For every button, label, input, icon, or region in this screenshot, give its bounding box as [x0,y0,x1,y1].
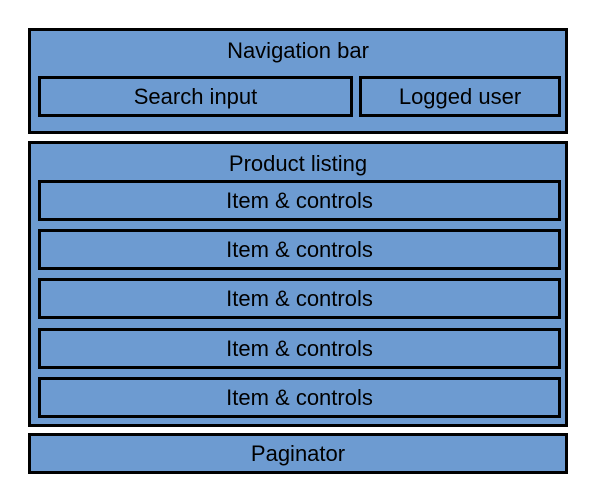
product-listing-block: Product listing Item & controls Item & c… [28,141,568,427]
item-controls-block: Item & controls [38,377,561,418]
navigation-bar-title: Navigation bar [227,38,369,63]
paginator-block: Paginator [28,433,568,474]
navigation-bar-block: Navigation bar Search input Logged user [28,28,568,134]
product-listing-title: Product listing [228,151,368,176]
item-controls-block: Item & controls [38,278,561,319]
logged-user-block: Logged user [359,76,561,117]
item-controls-block: Item & controls [38,229,561,270]
item-controls-block: Item & controls [38,328,561,369]
search-input-block: Search input [38,76,353,117]
item-controls-block: Item & controls [38,180,561,221]
